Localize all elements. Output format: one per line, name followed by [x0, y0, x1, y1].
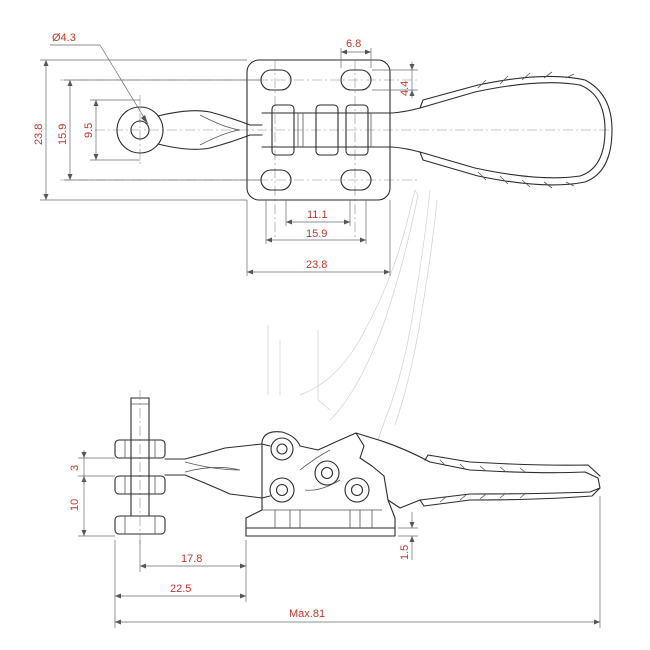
dim-hole-spacing-inner: 11.1	[307, 209, 328, 221]
slot-bottom-right	[340, 169, 372, 191]
dim-base-width: 23.8	[306, 259, 327, 271]
spindle-head-pad	[114, 515, 166, 535]
pivot-block-2	[315, 104, 339, 156]
dim-spindle-height: 10	[69, 499, 81, 511]
pivot-block-3	[345, 104, 369, 156]
dim-overall-height: 23.8	[33, 124, 45, 145]
pivot-base-left	[269, 477, 295, 503]
clamp-body	[245, 431, 396, 537]
handle-grip	[419, 75, 613, 186]
side-handle	[355, 432, 601, 509]
side-arm-bottom	[164, 474, 271, 499]
dim-slot-height: 4.4	[399, 81, 411, 96]
side-arm-top	[164, 443, 271, 460]
dim-reach-inner: 17.8	[181, 553, 202, 565]
dim-mount-height: 15.9	[57, 124, 69, 145]
dim-hole-diameter: Ø4.3	[52, 32, 76, 44]
top-view: Ø4.3 6.8 4.4 23.8 15.9 9.	[33, 32, 613, 276]
hex-nut-middle	[114, 475, 166, 495]
slot-top-right	[340, 69, 372, 91]
dim-hole-spacing-outer: 15.9	[306, 228, 327, 240]
base-plate	[246, 59, 391, 201]
handle-loop-outer	[391, 82, 606, 179]
side-view: 3 10 1.5 17.8 22.5 Max.81	[69, 390, 601, 628]
dim-slot-width: 6.8	[346, 38, 361, 50]
pivot-top	[270, 437, 294, 461]
clamp-arm-hole	[130, 120, 150, 140]
ghost-open-handle	[267, 189, 438, 441]
dim-nut-height: 3	[69, 465, 81, 471]
clamp-arm-eye	[116, 106, 164, 154]
dim-base-thickness: 1.5	[399, 545, 411, 560]
dim-reach-outer: 22.5	[170, 583, 191, 595]
arm-lower-edge	[157, 134, 263, 150]
slot-top-left	[260, 69, 292, 91]
slot-bottom-left	[260, 169, 292, 191]
dim-overall-length: Max.81	[289, 608, 325, 620]
side-handle-grip-top	[424, 454, 601, 477]
dim-arm-height: 9.5	[83, 123, 95, 138]
pivot-block-1	[271, 104, 295, 156]
arm-upper-edge	[157, 110, 263, 126]
hex-nut-top	[114, 439, 166, 459]
pivot-base-right	[344, 477, 370, 503]
side-handle-grip-bottom	[419, 487, 601, 507]
pivot-link	[314, 460, 340, 486]
